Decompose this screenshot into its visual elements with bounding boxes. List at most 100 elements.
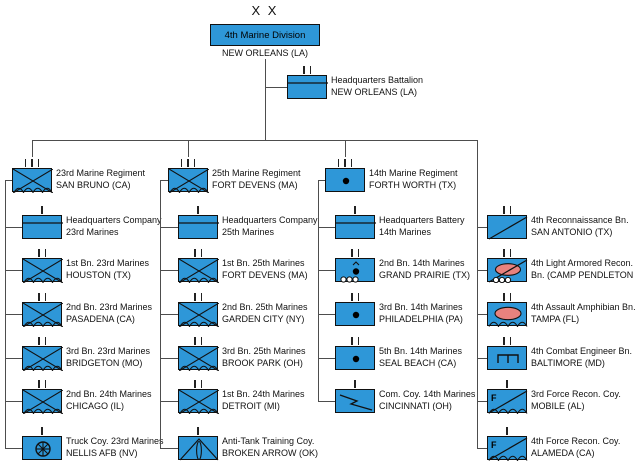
- unit-name: 1st Bn. 25th Marines: [222, 258, 305, 268]
- connector-line: [318, 180, 325, 181]
- unit-label: 4th Light Armored Recon.Bn. (CAMP PENDLE…: [531, 258, 633, 281]
- connector-line: [32, 140, 33, 157]
- unit-location: NEW ORLEANS (LA): [331, 86, 418, 97]
- unit-location: GRAND PRAIRIE (TX): [379, 269, 471, 280]
- connector-line: [318, 270, 335, 271]
- connector-line: [160, 180, 168, 181]
- unit-label: 4th Force Recon. Coy.ALAMEDA (CA): [531, 436, 620, 459]
- echelon-battalion-marks: [22, 337, 62, 345]
- infantry-wave-icon: [179, 303, 219, 327]
- connector-line: [160, 358, 178, 359]
- connector-line: [318, 358, 335, 359]
- comm-flash-icon: [339, 394, 373, 411]
- unit-name: 3rd Bn. 14th Marines: [379, 302, 463, 312]
- echelon-company-marks: [178, 206, 218, 214]
- unit-symbol-box: [168, 168, 209, 193]
- echelon-company-marks: [487, 380, 527, 388]
- unit-name: 5th Bn. 14th Marines: [379, 346, 463, 356]
- unit-location: FORT DEVENS (MA): [222, 269, 308, 280]
- unit-symbol-box: [178, 215, 219, 239]
- unit-symbol-box: [335, 302, 375, 326]
- connector-line: [318, 314, 335, 315]
- antitank-icon: [179, 438, 219, 461]
- unit-location: BROOK PARK (OH): [222, 357, 303, 368]
- unit-symbol-box: [287, 75, 328, 99]
- connector-line: [5, 227, 22, 228]
- unit-location: CHICAGO (IL): [66, 400, 125, 411]
- unit-location: GARDEN CITY (NY): [222, 313, 305, 324]
- unit-name: Headquarters Company: [66, 215, 162, 225]
- unit-name: 2nd Bn. 14th Marines: [379, 258, 465, 268]
- truck-wheel-icon: [35, 441, 51, 457]
- unit-symbol-box: [487, 302, 528, 327]
- unit-name: 1st Bn. 23rd Marines: [66, 258, 150, 268]
- artillery-icon: [342, 177, 350, 185]
- unit-symbol-box: [22, 302, 63, 327]
- echelon-battalion-marks: [178, 380, 218, 388]
- unit-name: 4th Light Armored Recon.: [531, 258, 634, 268]
- unit-name: Headquarters Company: [222, 215, 318, 225]
- unit-location: 14th Marines: [379, 226, 432, 237]
- connector-line: [265, 87, 287, 88]
- unit-name: Com. Coy. 14th Marines: [379, 389, 476, 399]
- connector-line: [5, 270, 22, 271]
- unit-location: BALTIMORE (MD): [531, 357, 605, 368]
- unit-symbol-box: [178, 346, 219, 371]
- unit-symbol-box: [178, 258, 219, 283]
- org-unit-4th-reconnaissance-bn: 4th Reconnaissance Bn.SAN ANTONIO (TX): [487, 206, 629, 240]
- unit-label: 4th Assault Amphibian Bn.TAMPA (FL): [531, 302, 636, 325]
- artillery-icon: [352, 355, 360, 363]
- unit-name: 4th Force Recon. Coy.: [531, 436, 621, 446]
- connector-line: [160, 448, 178, 449]
- unit-name: 3rd Bn. 25th Marines: [222, 346, 306, 356]
- unit-symbol-box: F: [487, 389, 528, 414]
- echelon-battalion-marks: [487, 249, 527, 257]
- recon-slash-icon: [488, 216, 528, 240]
- unit-location: Bn. (CAMP PENDLETON: [531, 269, 634, 280]
- unit-name: 14th Marine Regiment: [369, 168, 458, 178]
- unit-location: PASADENA (CA): [66, 313, 135, 324]
- unit-symbol-box: [22, 436, 62, 460]
- infantry-wave-icon: [179, 347, 219, 371]
- org-unit-anti-tank-training-coy: Anti-Tank Training Coy.BROKEN ARROW (OK): [178, 427, 318, 461]
- unit-name: 1st Bn. 24th Marines: [222, 389, 305, 399]
- connector-line: [265, 59, 266, 140]
- echelon-battalion-marks: [178, 337, 218, 345]
- unit-symbol-box: [487, 215, 528, 240]
- unit-location: CINCINNATI (OH): [379, 400, 452, 411]
- echelon-company-marks: [335, 380, 375, 388]
- unit-label: Anti-Tank Training Coy.BROKEN ARROW (OK): [222, 436, 318, 459]
- unit-name: 23rd Marine Regiment: [56, 168, 146, 178]
- unit-symbol-box: [325, 168, 365, 192]
- unit-symbol-box: F: [487, 436, 528, 461]
- unit-name: Headquarters Battalion: [331, 75, 424, 85]
- infantry-wave-icon: [179, 259, 219, 283]
- unit-location: DETROIT (MI): [222, 400, 280, 411]
- connector-line: [477, 314, 487, 315]
- unit-location: FORT DEVENS (MA): [212, 179, 298, 190]
- unit-symbol-box: [178, 302, 219, 327]
- artillery-icon: [352, 311, 360, 319]
